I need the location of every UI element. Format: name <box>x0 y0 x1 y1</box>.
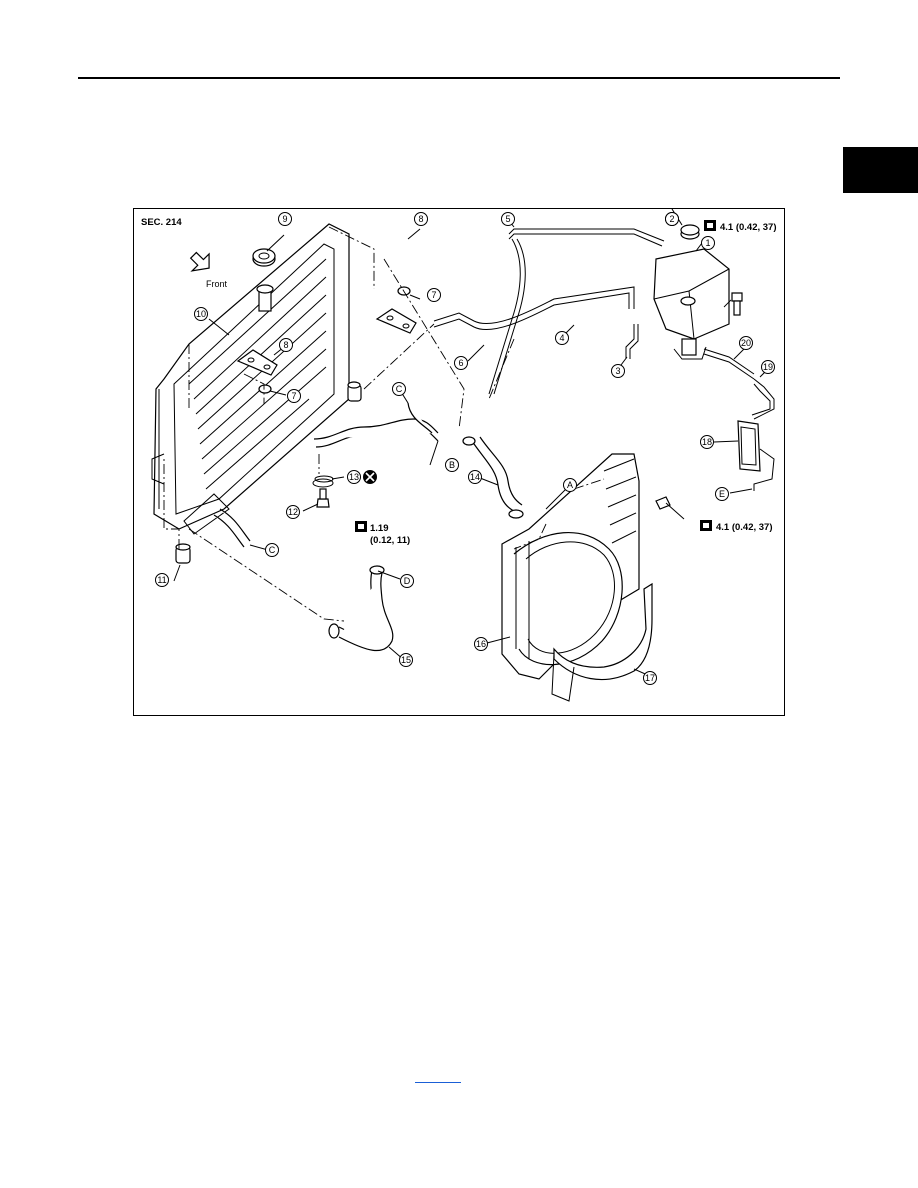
radiator <box>151 223 350 535</box>
svg-text:9: 9 <box>282 214 287 224</box>
diagram-canvas: .ln { stroke:#000; fill:none; stroke-wid… <box>141 209 777 702</box>
svg-text:C: C <box>269 545 276 555</box>
replace-mark-icon <box>363 470 377 484</box>
callout-10: 10 <box>194 307 208 321</box>
tank-bolt <box>731 292 743 316</box>
callout-14: 14 <box>468 470 482 484</box>
sub-tank <box>737 420 775 491</box>
upper-mount-bracket-left <box>236 349 278 394</box>
ref-c-upper: C <box>392 382 406 396</box>
radiator-cap <box>252 248 276 267</box>
hose-20 <box>703 348 755 375</box>
svg-text:7: 7 <box>291 391 296 401</box>
callout-20: 20 <box>739 336 753 350</box>
hose-6 <box>488 238 521 395</box>
callout-19: 19 <box>761 360 775 374</box>
torque-icon-mid <box>700 520 712 531</box>
hose-c-upper <box>407 402 433 434</box>
callout-12: 12 <box>286 505 300 519</box>
svg-text:16: 16 <box>476 639 486 649</box>
torque-spec-drain-units: (0.12, 11) <box>370 535 410 546</box>
lower-mount-bushing <box>175 543 191 564</box>
callout-6: 6 <box>454 356 468 370</box>
svg-text:15: 15 <box>401 655 411 665</box>
svg-text:D: D <box>404 576 411 586</box>
callout-17: 17 <box>643 671 657 685</box>
callout-13: 13 <box>347 470 361 484</box>
drain-plug <box>312 478 334 508</box>
svg-text:1: 1 <box>705 238 710 248</box>
callout-7-left: 7 <box>287 389 301 403</box>
ref-d: D <box>400 574 414 588</box>
svg-text:8: 8 <box>283 340 288 350</box>
callout-4: 4 <box>555 331 569 345</box>
svg-text:6: 6 <box>458 358 463 368</box>
svg-text:E: E <box>719 489 725 499</box>
ref-e: E <box>715 487 729 501</box>
torque-spec-top: 4.1 (0.42, 37) <box>720 222 777 233</box>
lower-radiator-hose <box>328 565 394 652</box>
svg-text:3: 3 <box>615 366 620 376</box>
hose-5 <box>508 228 665 242</box>
svg-text:14: 14 <box>470 472 480 482</box>
ref-b: B <box>445 458 459 472</box>
svg-text:10: 10 <box>196 309 206 319</box>
svg-text:2: 2 <box>669 214 674 224</box>
hose-3 <box>625 324 635 359</box>
upper-radiator-hose-edge <box>313 418 439 440</box>
callout-18: 18 <box>700 435 714 449</box>
callout-15: 15 <box>399 653 413 667</box>
callout-11: 11 <box>155 573 169 587</box>
lower-fan-shroud <box>551 582 653 702</box>
svg-text:7: 7 <box>431 290 436 300</box>
hose-14 <box>462 436 524 519</box>
callout-8-top: 8 <box>414 212 428 226</box>
section-tab[interactable] <box>843 147 918 193</box>
svg-text:19: 19 <box>763 362 773 372</box>
torque-icon-drain <box>355 521 367 532</box>
ref-a: A <box>563 478 577 492</box>
callout-16: 16 <box>474 637 488 651</box>
hose-c-lower <box>213 514 245 548</box>
callout-1: 1 <box>701 236 715 250</box>
reservoir-tank <box>653 248 730 360</box>
callout-2-cap-bubble: 2 <box>665 212 679 226</box>
fan-shroud <box>501 453 640 680</box>
ref-c-lower: C <box>265 543 279 557</box>
shroud-bolt <box>655 496 685 520</box>
svg-text:A: A <box>567 480 573 490</box>
front-arrow-icon <box>189 251 210 272</box>
svg-text:4: 4 <box>559 333 564 343</box>
svg-text:B: B <box>449 460 455 470</box>
svg-text:8: 8 <box>418 214 423 224</box>
callout-5: 5 <box>501 212 515 226</box>
torque-spec-mid: 4.1 (0.42, 37) <box>716 522 773 533</box>
header-rule <box>78 77 840 79</box>
section-label: SEC. 214 <box>141 217 182 228</box>
front-label: Front <box>206 279 228 289</box>
reservoir-cap <box>680 224 700 240</box>
hose-4 <box>433 286 635 325</box>
callout-8-left: 8 <box>279 338 293 352</box>
exploded-diagram: .ln { stroke:#000; fill:none; stroke-wid… <box>133 208 785 716</box>
svg-text:17: 17 <box>645 673 655 683</box>
footer-link[interactable] <box>415 1082 461 1083</box>
svg-text:13: 13 <box>349 472 359 482</box>
callout-3: 3 <box>611 364 625 378</box>
callout-9: 9 <box>278 212 292 226</box>
callout-7-top: 7 <box>427 288 441 302</box>
svg-text:12: 12 <box>288 507 298 517</box>
svg-text:C: C <box>396 384 403 394</box>
torque-icon-top <box>704 220 716 231</box>
svg-text:11: 11 <box>157 575 166 585</box>
hose-19 <box>753 378 775 420</box>
mount-grommet <box>347 381 362 402</box>
svg-text:5: 5 <box>505 214 510 224</box>
svg-text:20: 20 <box>741 338 751 348</box>
upper-mount-bracket-top <box>375 286 417 334</box>
svg-text:18: 18 <box>702 437 712 447</box>
torque-spec-drain-value: 1.19 <box>370 523 389 534</box>
